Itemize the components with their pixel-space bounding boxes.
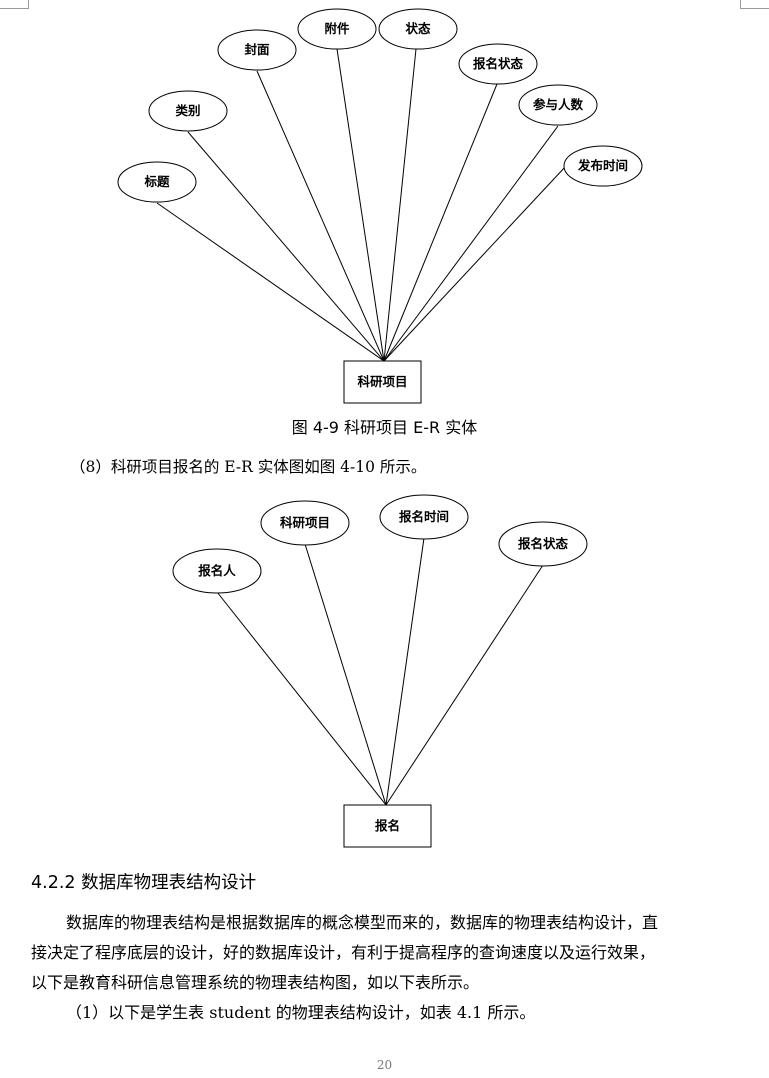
svg-text:科研项目: 科研项目: [357, 374, 407, 389]
body-line-1: 数据库的物理表结构是根据数据库的概念模型而来的，数据库的物理表结构设计，直: [66, 913, 659, 932]
attribute-status: 状态: [378, 8, 458, 50]
svg-text:封面: 封面: [244, 42, 270, 57]
svg-text:标题: 标题: [143, 174, 170, 189]
svg-text:类别: 类别: [175, 103, 200, 118]
entity-registration: 报名: [343, 804, 432, 848]
svg-text:附件: 附件: [324, 21, 350, 36]
attribute-registrant: 报名人: [172, 548, 262, 594]
page-number: 20: [376, 1058, 393, 1072]
svg-text:发布时间: 发布时间: [577, 158, 628, 173]
page-corner-mark-left: [0, 0, 29, 9]
attribute-publish-time: 发布时间: [563, 145, 643, 187]
attribute-registration-time: 报名时间: [379, 494, 469, 540]
svg-text:报名人: 报名人: [198, 563, 236, 578]
attribute-registration-status-2: 报名状态: [498, 521, 588, 567]
attribute-participant-count: 参与人数: [518, 84, 598, 126]
attribute-research-project: 科研项目: [260, 500, 350, 546]
svg-text:报名状态: 报名状态: [518, 536, 569, 551]
page-corner-mark-right: [740, 0, 769, 9]
entity-research-project: 科研项目: [343, 360, 422, 404]
svg-text:报名: 报名: [375, 818, 400, 833]
intro-paragraph-8: （8）科研项目报名的 E-R 实体图如图 4-10 所示。: [70, 458, 427, 476]
attribute-title: 标题: [117, 161, 197, 203]
svg-text:状态: 状态: [405, 21, 431, 36]
svg-text:科研项目: 科研项目: [280, 515, 330, 530]
attribute-attachment: 附件: [297, 8, 377, 50]
figure-caption-4-9: 图 4-9 科研项目 E-R 实体: [291, 418, 478, 437]
attribute-cover: 封面: [217, 29, 297, 71]
connector-lines: [156, 48, 567, 362]
section-heading-4-2-2: 4.2.2 数据库物理表结构设计: [31, 873, 257, 893]
er-diagram-research-project: 标题 类别 封面 附件 状态 报名状态 参与人数 发布时间 科研项目: [117, 8, 643, 404]
attribute-category: 类别: [148, 90, 228, 132]
er-diagram-registration: 报名人 科研项目 报名时间 报名状态 报名: [172, 494, 588, 848]
body-line-3: 以下是教育科研信息管理系统的物理表结构图，如以下表所示。: [31, 973, 480, 992]
svg-text:报名时间: 报名时间: [399, 509, 449, 524]
body-line-2: 接决定了程序底层的设计，好的数据库设计，有利于提高程序的查询速度以及运行效果，: [31, 943, 656, 962]
svg-text:报名状态: 报名状态: [473, 56, 524, 71]
body-line-4: （1）以下是学生表 student 的物理表结构设计，如表 4.1 所示。: [66, 1003, 536, 1022]
connector-lines-2: [216, 537, 544, 806]
attribute-registration-status: 报名状态: [458, 43, 538, 85]
svg-text:参与人数: 参与人数: [533, 97, 584, 112]
